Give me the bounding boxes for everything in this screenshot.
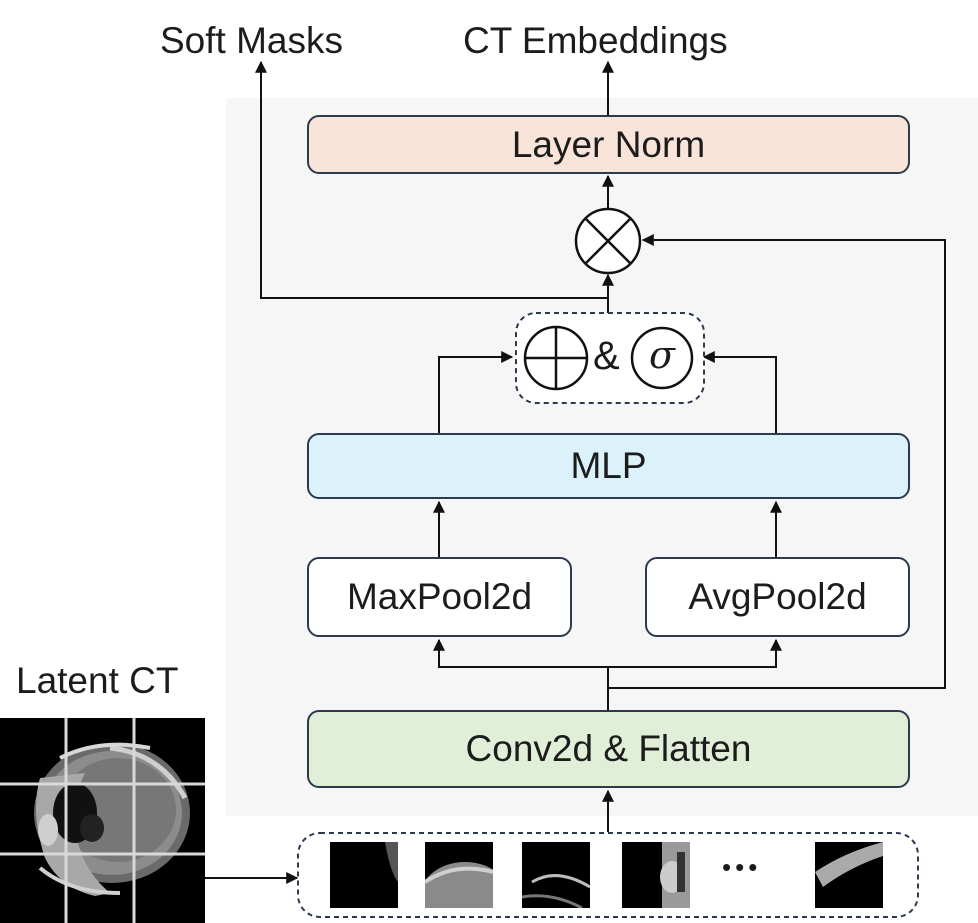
avgpool-block: AvgPool2d	[645, 557, 910, 637]
latent-ct-label: Latent CT	[16, 660, 179, 701]
arrow-mlp-right-to-fusion	[702, 351, 777, 433]
sigmoid-operator-circle	[630, 326, 694, 390]
mlp-label: MLP	[570, 445, 647, 486]
patch-thumbnail-1	[330, 842, 398, 908]
mlp-block: MLP	[307, 433, 910, 499]
patch-thumbnail-last	[815, 842, 883, 908]
arrow-to-avgpool	[608, 638, 782, 668]
conv-flatten-label: Conv2d & Flatten	[465, 728, 752, 769]
latent-ct-image	[0, 718, 205, 923]
ct-embeddings-label: CT Embeddings	[463, 20, 728, 61]
arrow-mlp-left-to-fusion	[438, 351, 514, 433]
residual-arrow-to-multiply	[607, 234, 946, 710]
sigma-symbol: σ	[649, 333, 675, 377]
ampersand-symbol: &	[593, 334, 620, 378]
arrow-to-maxpool	[433, 638, 609, 688]
layer-norm-label: Layer Norm	[511, 123, 706, 165]
layer-norm-block: Layer Norm	[307, 115, 910, 174]
maxpool-block: MaxPool2d	[307, 557, 572, 637]
patch-thumbnail-4	[622, 842, 690, 908]
patches-dashed-box	[297, 832, 919, 918]
patch-thumbnail-3	[522, 842, 590, 908]
patch-thumbnail-2	[425, 842, 493, 908]
multiply-operator-icon	[574, 207, 642, 275]
avgpool-label: AvgPool2d	[688, 576, 867, 617]
patch-grid-lines	[0, 718, 205, 923]
ellipsis-label: •••	[722, 852, 762, 882]
arrow-to-soft-masks	[255, 60, 608, 299]
maxpool-label: MaxPool2d	[346, 576, 533, 617]
conv-flatten-block: Conv2d & Flatten	[307, 710, 910, 788]
soft-masks-label: Soft Masks	[160, 20, 343, 61]
add-operator-icon	[523, 325, 589, 391]
